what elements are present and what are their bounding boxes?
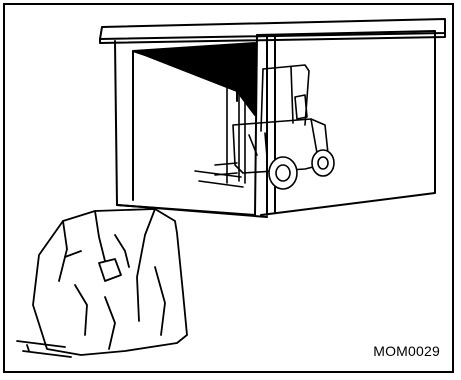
figure-frame: MOM0029 xyxy=(3,3,454,373)
figure-code-label: MOM0029 xyxy=(373,343,440,359)
garage-shelter xyxy=(100,19,445,217)
storage-illustration xyxy=(5,5,456,375)
covered-forklift xyxy=(17,209,187,357)
